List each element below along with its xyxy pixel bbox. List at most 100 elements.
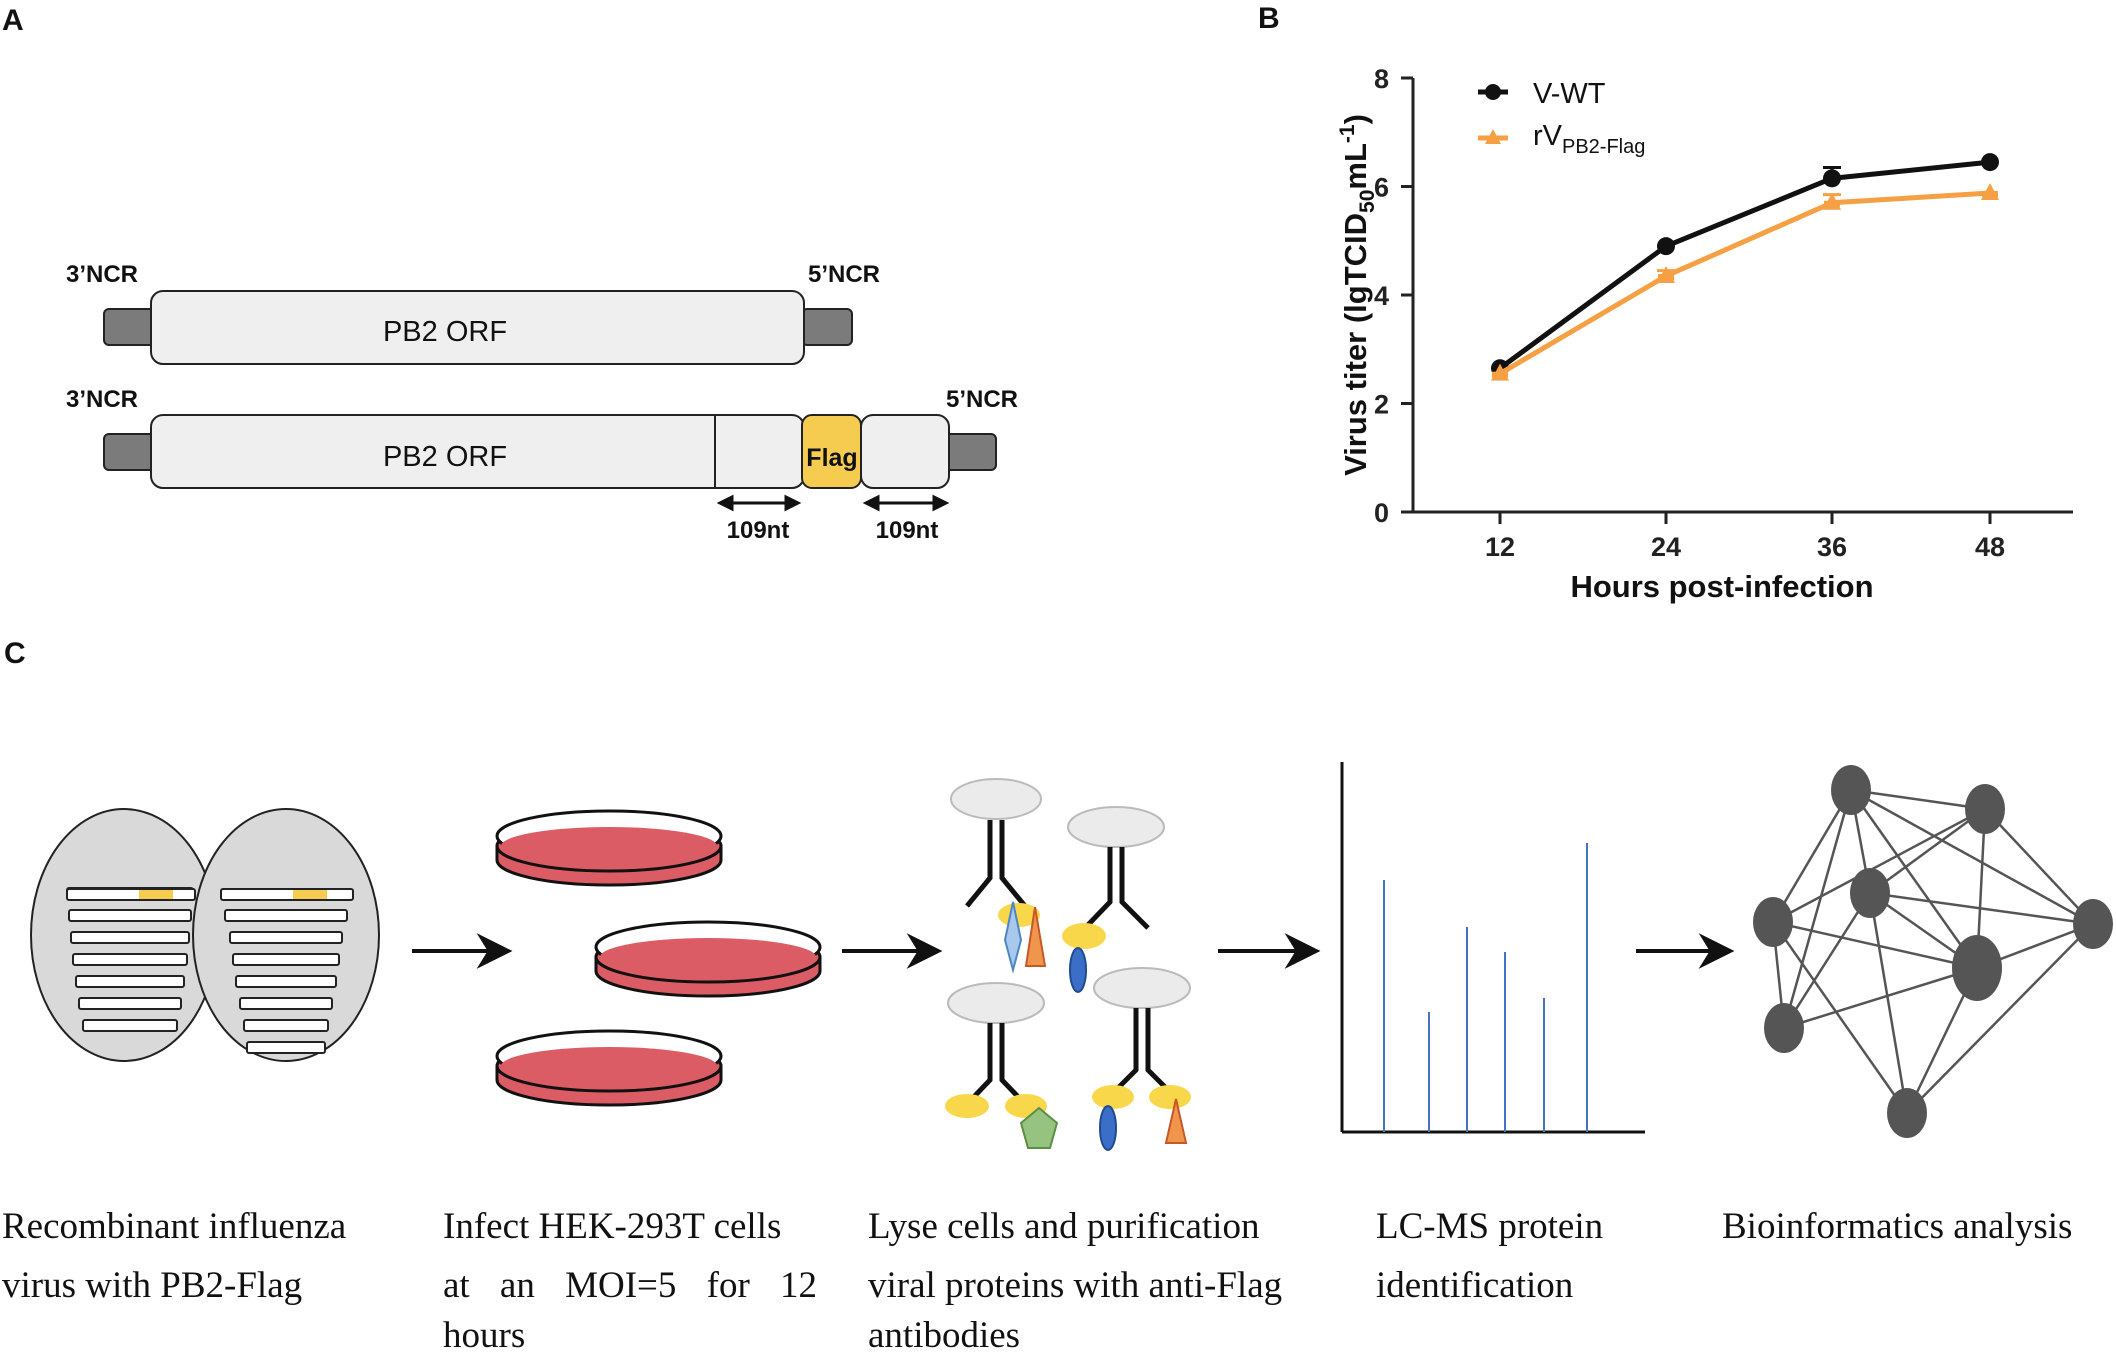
network-edges (1771, 788, 2094, 1114)
workflow-arrows (412, 933, 1735, 969)
step-2-caption-line: hours (443, 1315, 526, 1356)
step-5-caption-line: Bioinformatics analysis (1722, 1206, 2073, 1247)
culture-dish-bottom (495, 1029, 723, 1107)
y-tick-label: 4 (1374, 281, 1389, 311)
antibody-1 (950, 778, 1047, 974)
step-5-caption: Bioinformatics analysis (1722, 1197, 2114, 1256)
virion-right-segments (224, 909, 348, 1054)
arrow-step-2-to-3 (842, 933, 943, 969)
step-3-caption-line: viral proteins with anti-Flag (868, 1265, 1283, 1306)
network-node (1850, 868, 1890, 918)
row1-orf-label: PB2 ORF (383, 316, 507, 348)
step-2-caption-line: at an MOI=5 for 12 (443, 1265, 817, 1306)
step-3-caption: Lyse cells and purification viral protei… (868, 1197, 1338, 1357)
legend-item-v-wt: V-WT (1478, 78, 1606, 110)
span-arrow-1 (716, 494, 802, 512)
y-tick-label: 0 (1374, 498, 1389, 528)
mass-spectrum-illustration (1340, 762, 1645, 1134)
network-node (1753, 897, 1793, 947)
span-1-label: 109nt (727, 517, 790, 544)
y-tick-label: 6 (1374, 173, 1389, 203)
data-point (1657, 237, 1675, 256)
antibody-purification-illustration (945, 778, 1191, 1151)
step-1-caption-line: Recombinant influenza (2, 1206, 347, 1247)
panel-a-letter: A (2, 4, 24, 37)
data-point (1823, 169, 1841, 188)
network-node (1952, 935, 2002, 1001)
series-v-wt (1491, 153, 1999, 378)
x-axis-title: Hours post-infection (1570, 569, 1873, 604)
step-3-caption-line: Lyse cells and purification (868, 1206, 1260, 1247)
row1-3ncr-block (103, 308, 155, 346)
series-line (1498, 159, 1991, 371)
x-tick-label: 36 (1817, 532, 1847, 562)
data-point-bar (1824, 200, 1840, 207)
x-tick-label: 24 (1651, 532, 1681, 562)
virus-particles-illustration (30, 808, 380, 1062)
step-1-caption-line: virus with PB2-Flag (2, 1265, 303, 1306)
row1-5ncr-label: 5’NCR (808, 261, 880, 288)
network-node (1887, 1088, 1927, 1138)
step-2-caption-line: Infect HEK-293T cells (443, 1206, 782, 1247)
step-3-caption-line: antibodies (868, 1315, 1021, 1356)
virion-left-segments (66, 887, 194, 1032)
arrow-step-3-to-4 (1218, 933, 1321, 969)
span-arrow-2 (862, 494, 950, 512)
antibody-2 (1062, 806, 1165, 993)
culture-dish-top (495, 809, 723, 887)
data-point-bar (1492, 371, 1508, 378)
culture-dishes-illustration (495, 809, 822, 1107)
network-node (1965, 784, 2005, 834)
row2-orf-label: PB2 ORF (383, 441, 507, 473)
row2-3ncr-label: 3’NCR (66, 386, 138, 413)
legend-item-rv-pb2-flag: rVPB2-Flag (1478, 120, 1645, 158)
row1-3ncr-label: 3’NCR (66, 261, 138, 288)
step-4-caption-line: identification (1376, 1265, 1574, 1306)
y-tick-label: 2 (1374, 390, 1389, 420)
virion-left-flag-tag (139, 890, 173, 899)
virion-right-flag-tag (293, 890, 327, 899)
row2-5ncr-block (945, 433, 997, 471)
flag-tag-box (801, 414, 862, 489)
row2-tail-box (860, 414, 950, 489)
network-illustration (1753, 765, 2113, 1138)
step-2-caption: Infect HEK-293T cells at an MOI=5 for 12… (443, 1197, 817, 1357)
culture-dish-middle (594, 920, 822, 998)
data-point-bar (1982, 191, 1998, 198)
series-line (1498, 190, 1991, 376)
panel-b-letter: B (1258, 2, 1280, 35)
antibody-3 (945, 982, 1059, 1149)
network-node (1831, 765, 1871, 815)
data-point (1981, 153, 1999, 172)
row2-3ncr-block (103, 433, 155, 471)
span-2-label: 109nt (876, 517, 939, 544)
series-rv-pb2-flag (1491, 183, 1999, 381)
network-nodes (1753, 765, 2113, 1138)
virion-left-flag-segment (66, 888, 196, 901)
data-point-bar (1658, 274, 1674, 281)
antibody-4 (1092, 967, 1191, 1151)
chart-legend: V-WT rVPB2-Flag (1478, 78, 1645, 158)
row1-orf-box (150, 290, 805, 365)
network-node (2073, 899, 2113, 949)
panel-a-schematic: 3’NCR 5’NCR PB2 ORF 3’NCR 5’NCR PB2 ORF … (66, 261, 1018, 544)
network-node (1764, 1003, 1804, 1053)
step-4-caption-line: LC-MS protein (1376, 1206, 1604, 1247)
panel-c-letter: C (4, 637, 26, 670)
legend-label-rv-pb2-flag: rVPB2-Flag (1533, 120, 1645, 158)
spectrum-peaks (1383, 843, 1588, 1132)
row2-5ncr-label: 5’NCR (946, 386, 1018, 413)
step-1-caption: Recombinant influenza virus with PB2-Fla… (2, 1197, 402, 1315)
x-tick-label: 12 (1485, 532, 1515, 562)
arrow-step-1-to-2 (412, 933, 513, 969)
flag-tag-label: Flag (806, 444, 857, 472)
row1-5ncr-block (801, 308, 853, 346)
legend-label-v-wt: V-WT (1533, 78, 1606, 110)
virion-right-flag-segment (220, 888, 354, 901)
step-4-caption: LC-MS protein identification (1376, 1197, 1676, 1315)
arrow-step-4-to-5 (1636, 933, 1735, 969)
y-tick-label: 8 (1374, 64, 1389, 94)
y-axis-title: Virus titer (lgTCID50mL-1) (1336, 114, 1379, 476)
